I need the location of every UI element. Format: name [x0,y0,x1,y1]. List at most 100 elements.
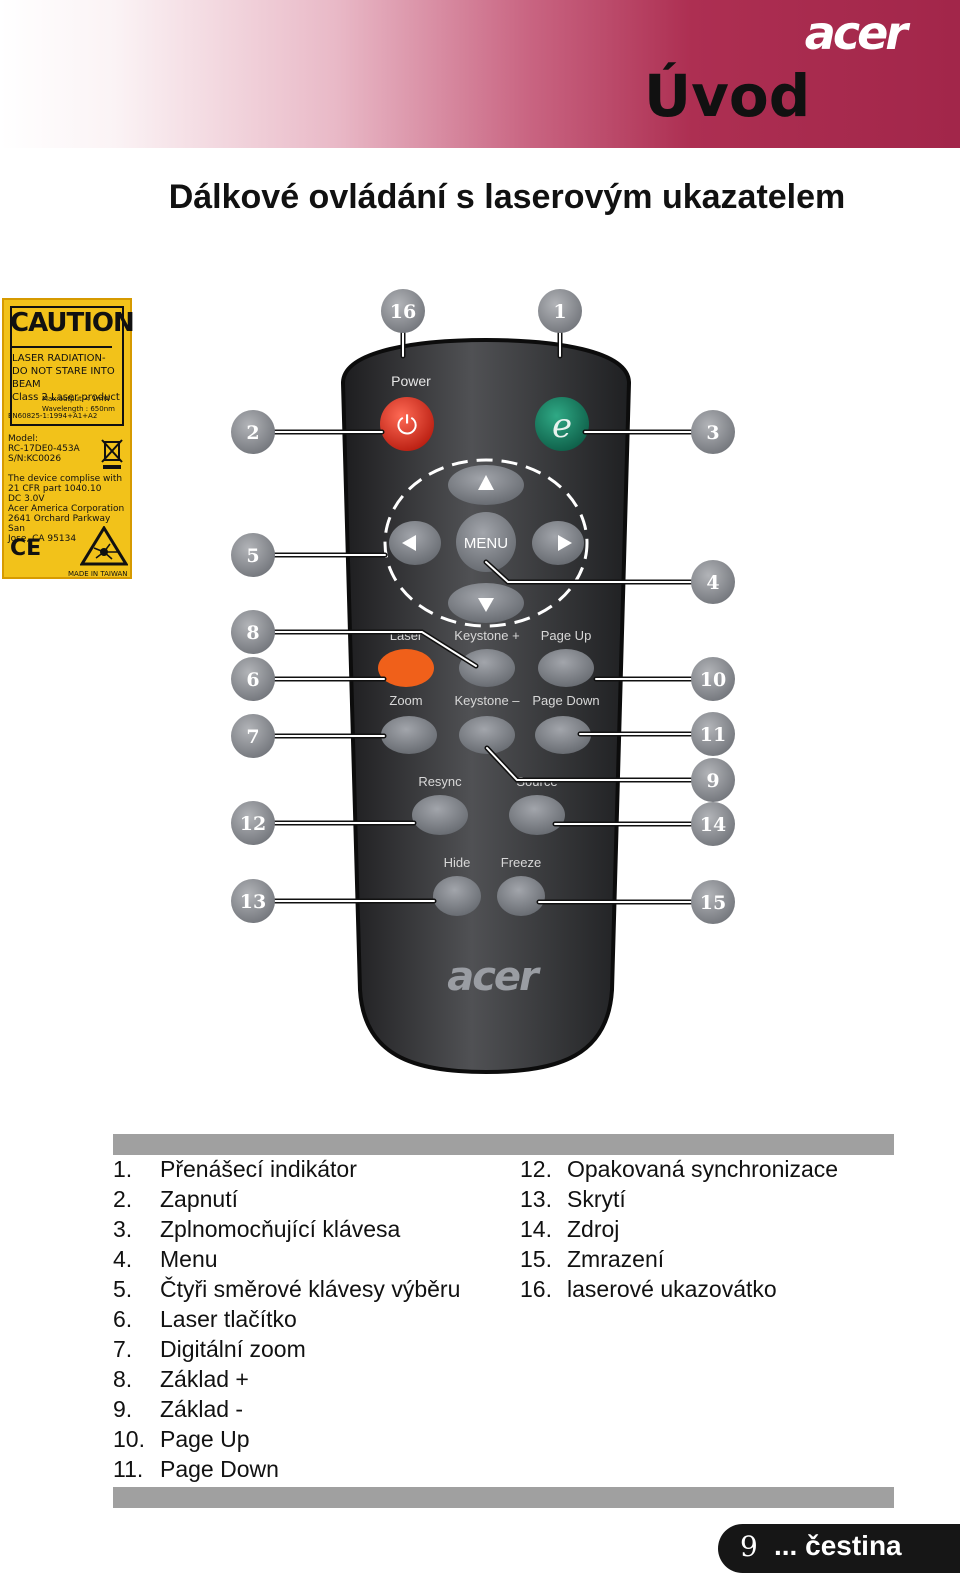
compliance-line: 2641 Orchard Parkway San [8,514,111,534]
remote-label-page-up: Page Up [541,628,592,643]
callout-11: 11 [691,712,735,756]
remote-label-hide: Hide [444,855,471,870]
power-icon: ⏻ [397,411,418,441]
legend-item: 10.Page Up [113,1424,460,1454]
legend-number: 11. [113,1456,144,1482]
legend-item: 9. Základ - [113,1394,460,1424]
callout-6: 6 [231,657,275,701]
callout-15: 15 [691,880,735,924]
callout-14: 14 [691,802,735,846]
legend-item: 3.Zplnomocňující klávesa [113,1214,460,1244]
caution-box [10,306,124,426]
caution-divider [12,346,112,348]
legend-text: Page Up [160,1426,250,1452]
legend-item: 16. laserové ukazovátko [520,1274,838,1304]
remote-label-freeze: Freeze [501,855,541,870]
legend-item: 12.Opakovaná synchronizace [520,1154,838,1184]
legend-item: 8.Základ + [113,1364,460,1394]
svg-text:6: 6 [246,669,259,691]
legend-number: 7. [113,1336,133,1362]
resync-button[interactable] [412,795,468,835]
legend-text: Menu [160,1246,218,1272]
legend-item: 2.Zapnutí [113,1184,460,1214]
legend-item: 5. Čtyři směrové klávesy výběru [113,1274,460,1304]
keystone-plus-button[interactable] [459,649,515,687]
svg-text:7: 7 [246,726,259,748]
legend-text: laserové ukazovátko [567,1276,777,1302]
caution-standard: EN60825-1:1994+A1+A2 [8,412,98,420]
left-arrow-icon [402,535,416,551]
remote-label-keystone-minus: Keystone – [454,693,520,708]
menu-button[interactable] [456,512,516,572]
svg-text:3: 3 [706,422,719,444]
legend-number: 2. [113,1186,133,1212]
remote-acer-logo: acer [447,954,541,1000]
legend-item: 14.Zdroj [520,1214,838,1244]
made-in-label: MADE IN TAIWAN [68,570,128,578]
legend-left-column: 1.Přenášecí indikátor 2.Zapnutí 3.Zplnom… [113,1154,460,1484]
freeze-button[interactable] [497,876,545,916]
legend-text: Čtyři směrové klávesy výběru [160,1276,461,1302]
caution-warning: LASER RADIATION- DO NOT STARE INTO BEAM … [12,352,130,404]
legend-text: Digitální zoom [160,1336,306,1362]
remote-label-resync: Resync [418,774,462,789]
legend-text: Základ - [160,1396,244,1422]
svg-text:12: 12 [240,813,266,835]
model-line: Model: [8,434,39,444]
callout-7: 7 [231,714,275,758]
caution-compliance: The device complise with 21 CFR part 104… [8,474,130,544]
caution-spec-line: Wavelength : 650nm [42,405,115,413]
hide-button[interactable] [433,876,481,916]
compliance-line: Acer America Corporation [8,504,125,514]
svg-text:10: 10 [700,669,726,691]
caution-heading: CAUTION [10,308,135,338]
legend-text: Zdroj [567,1216,620,1242]
legend-item: 4. Menu [113,1244,460,1274]
legend-number: 8. [113,1366,133,1392]
legend-number: 4. [113,1246,133,1272]
legend-number: 15. [520,1246,552,1272]
caution-warning-line: LASER RADIATION- [12,353,106,364]
callout-1: 1 [538,289,582,333]
model-line: S/N:KC0026 [8,454,62,464]
legend-number: 16. [520,1276,552,1302]
legend-number: 5. [113,1276,133,1302]
legend-item: 6.Laser tlačítko [113,1304,460,1334]
legend-number: 3. [113,1216,133,1242]
legend-item: 1.Přenášecí indikátor [113,1154,460,1184]
legend-bottom-rule [113,1487,894,1508]
menu-label: MENU [464,535,508,552]
legend-text: Opakovaná synchronizace [567,1156,839,1182]
svg-text:11: 11 [700,724,726,746]
caution-model: Model: RC-17DE0-453A S/N:KC0026 [8,434,80,464]
legend-number: 9. [113,1396,133,1422]
callout-3: 3 [691,410,735,454]
compliance-line: 21 CFR part 1040.10 [8,484,102,494]
caution-label: CAUTION LASER RADIATION- DO NOT STARE IN… [2,298,135,579]
laser-hazard-icon [80,526,128,566]
right-arrow-icon [558,535,572,551]
page-down-button[interactable] [535,716,591,754]
caution-warning-line: Class 2 Laser product [12,392,120,403]
svg-text:5: 5 [246,545,259,567]
empowering-button[interactable] [535,397,589,451]
empowering-icon: e [552,406,572,446]
page-footer: 9 ... čestina [718,1524,960,1573]
callout-8: 8 [231,610,275,654]
power-button[interactable] [380,397,434,451]
page-number: 9 [740,1530,758,1563]
footer-language: ... čestina [774,1530,902,1561]
legend-item: 7. Digitální zoom [113,1334,460,1364]
model-line: RC-17DE0-453A [8,444,80,454]
keystone-minus-button[interactable] [459,716,515,754]
source-button[interactable] [509,795,565,835]
compliance-line: Jose, CA 95134 [8,534,77,544]
page-up-button[interactable] [538,649,594,687]
zoom-button[interactable] [381,716,437,754]
svg-text:13: 13 [240,891,266,913]
callout-10: 10 [691,657,735,701]
page-header: acer Úvod [0,0,960,148]
legend-text: Přenášecí indikátor [160,1156,357,1182]
laser-button[interactable] [378,649,434,687]
svg-text:1: 1 [553,301,566,323]
